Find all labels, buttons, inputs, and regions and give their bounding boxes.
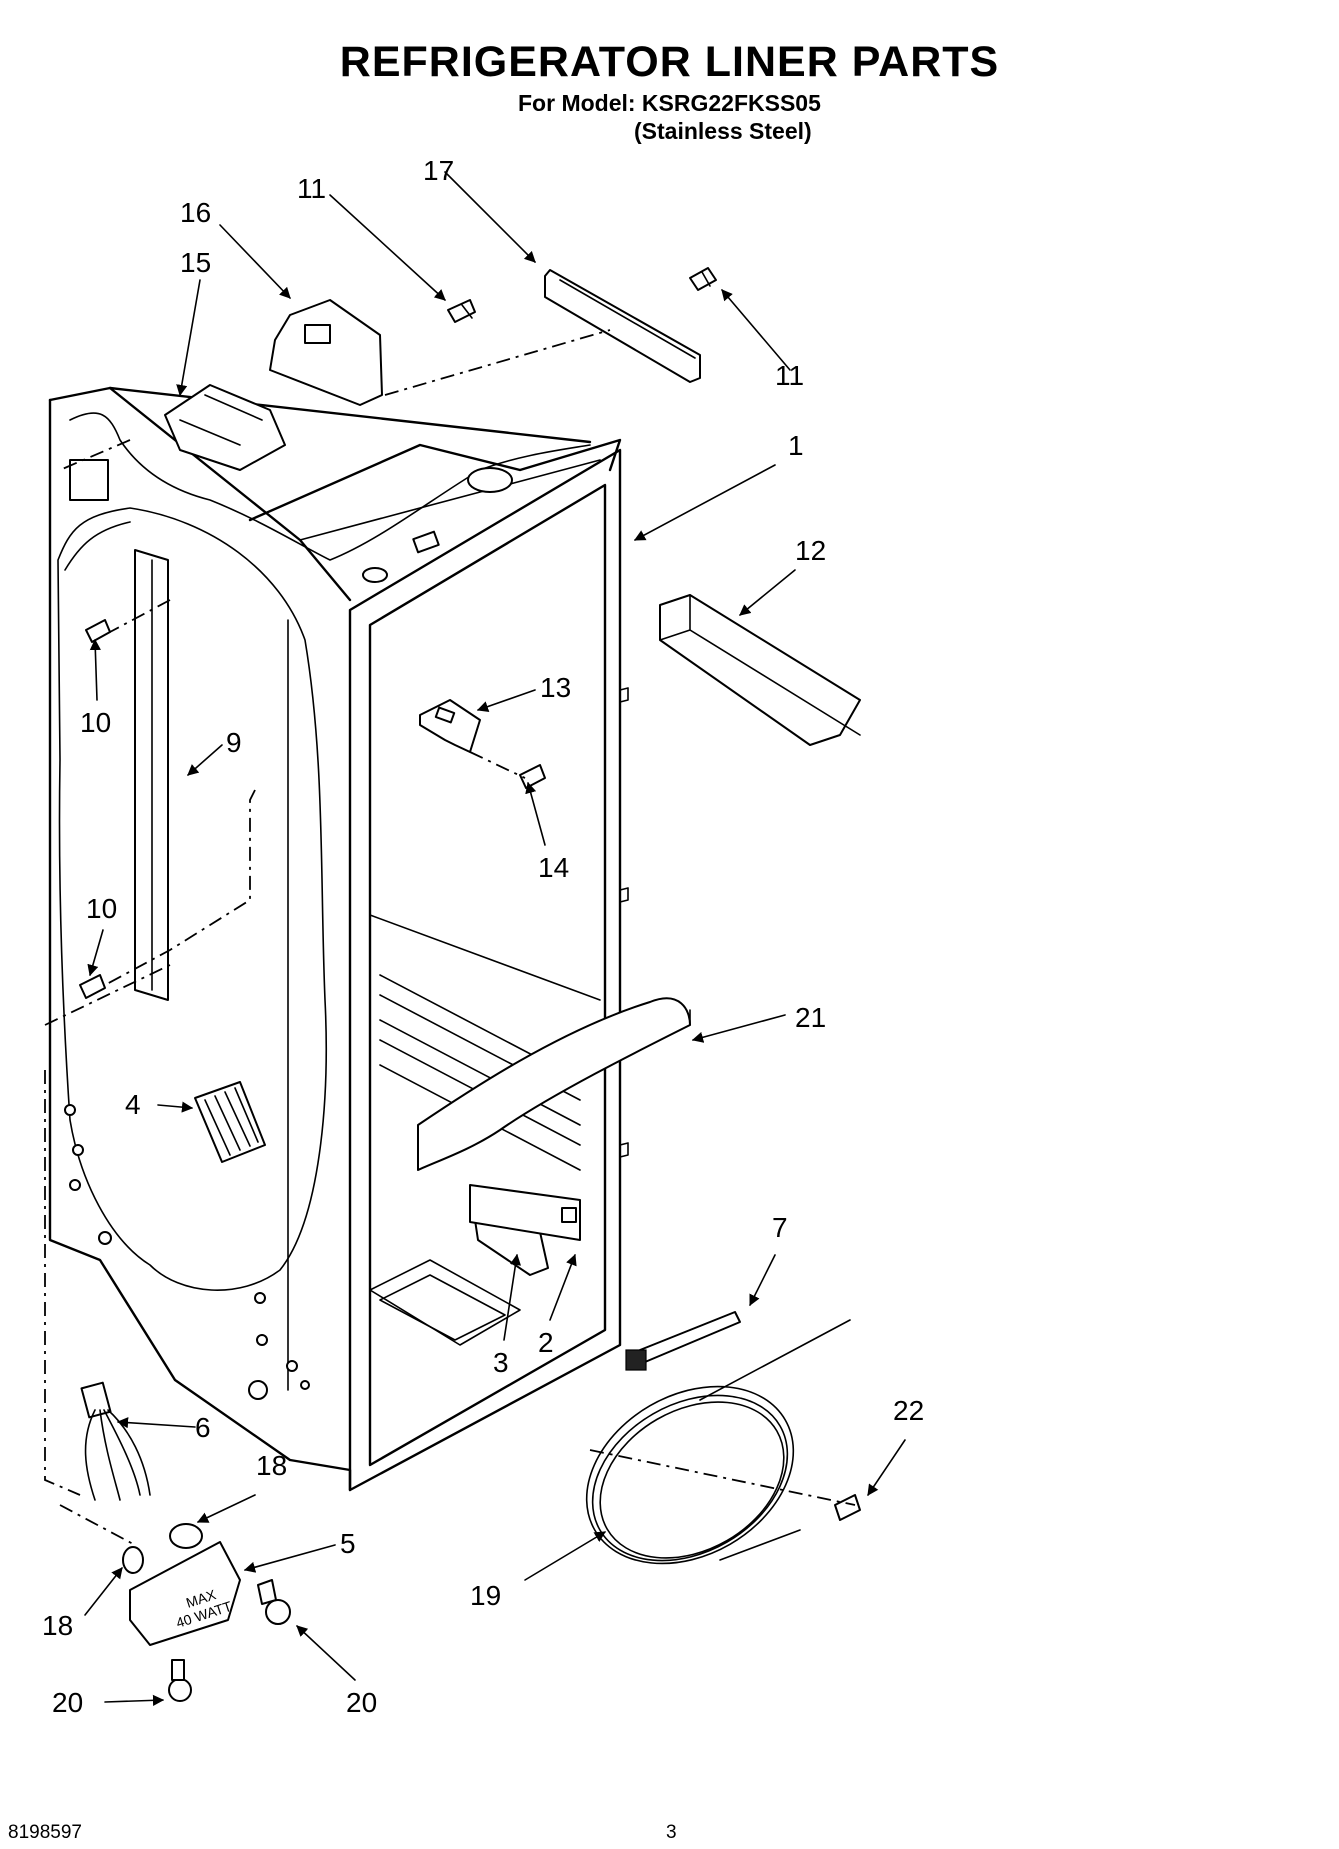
control-bracket	[269, 299, 383, 406]
document-number: 8198597	[8, 1822, 82, 1843]
callout-14: 14	[538, 852, 569, 883]
light-bulb	[257, 1579, 291, 1625]
callout-15: 15	[180, 247, 211, 278]
callout-4: 4	[125, 1089, 141, 1120]
callout-6: 6	[195, 1412, 211, 1443]
callout-5: 5	[340, 1528, 356, 1559]
callout-10: 10	[86, 893, 117, 924]
screw	[79, 974, 106, 999]
lamp-housing: MAX 40 WATT	[129, 1541, 241, 1646]
light-shield	[417, 997, 691, 1171]
callout-22: 22	[893, 1395, 924, 1426]
callout-19: 19	[470, 1580, 501, 1611]
model-variant: (Stainless Steel)	[634, 118, 812, 144]
callout-18: 18	[42, 1610, 73, 1641]
callout-labels: 17 11 16 15 11 1 12 13 10 9 14 10 21 4 7…	[42, 155, 924, 1718]
screw	[85, 619, 111, 643]
heater-wire	[585, 1319, 851, 1565]
page-title: REFRIGERATOR LINER PARTS	[339, 38, 1000, 86]
callout-7: 7	[772, 1212, 788, 1243]
callout-13: 13	[540, 672, 571, 703]
callout-10: 10	[80, 707, 111, 738]
callout-17: 17	[423, 155, 454, 186]
callout-11: 11	[297, 173, 326, 204]
shelf	[659, 594, 861, 746]
callout-16: 16	[180, 197, 211, 228]
callout-1: 1	[788, 430, 804, 461]
callout-3: 3	[493, 1347, 509, 1378]
top-trim	[544, 269, 701, 383]
callout-21: 21	[795, 1002, 826, 1033]
callout-20: 20	[346, 1687, 377, 1718]
page-number: 3	[666, 1822, 677, 1843]
callout-9: 9	[226, 727, 242, 758]
vent	[194, 1081, 266, 1163]
wire-harness	[80, 1381, 151, 1501]
callout-20: 20	[52, 1687, 83, 1718]
socket	[169, 1523, 203, 1549]
control-housing	[164, 384, 286, 471]
callout-11: 11	[775, 360, 804, 391]
bracket	[419, 699, 481, 753]
callout-12: 12	[795, 535, 826, 566]
socket	[122, 1546, 144, 1574]
control-panel	[469, 1184, 581, 1241]
wire-tie	[625, 1311, 741, 1371]
vertical-rail	[134, 549, 169, 1001]
callout-leaders	[84, 171, 906, 1706]
screw	[447, 299, 476, 323]
screw	[834, 1494, 861, 1521]
model-number: For Model: KSRG22FKSS05	[518, 90, 821, 116]
callout-18: 18	[256, 1450, 287, 1481]
callout-2: 2	[538, 1327, 554, 1358]
refrigerator-liner	[48, 386, 629, 1492]
screw	[689, 267, 717, 291]
light-bulb	[168, 1659, 192, 1702]
